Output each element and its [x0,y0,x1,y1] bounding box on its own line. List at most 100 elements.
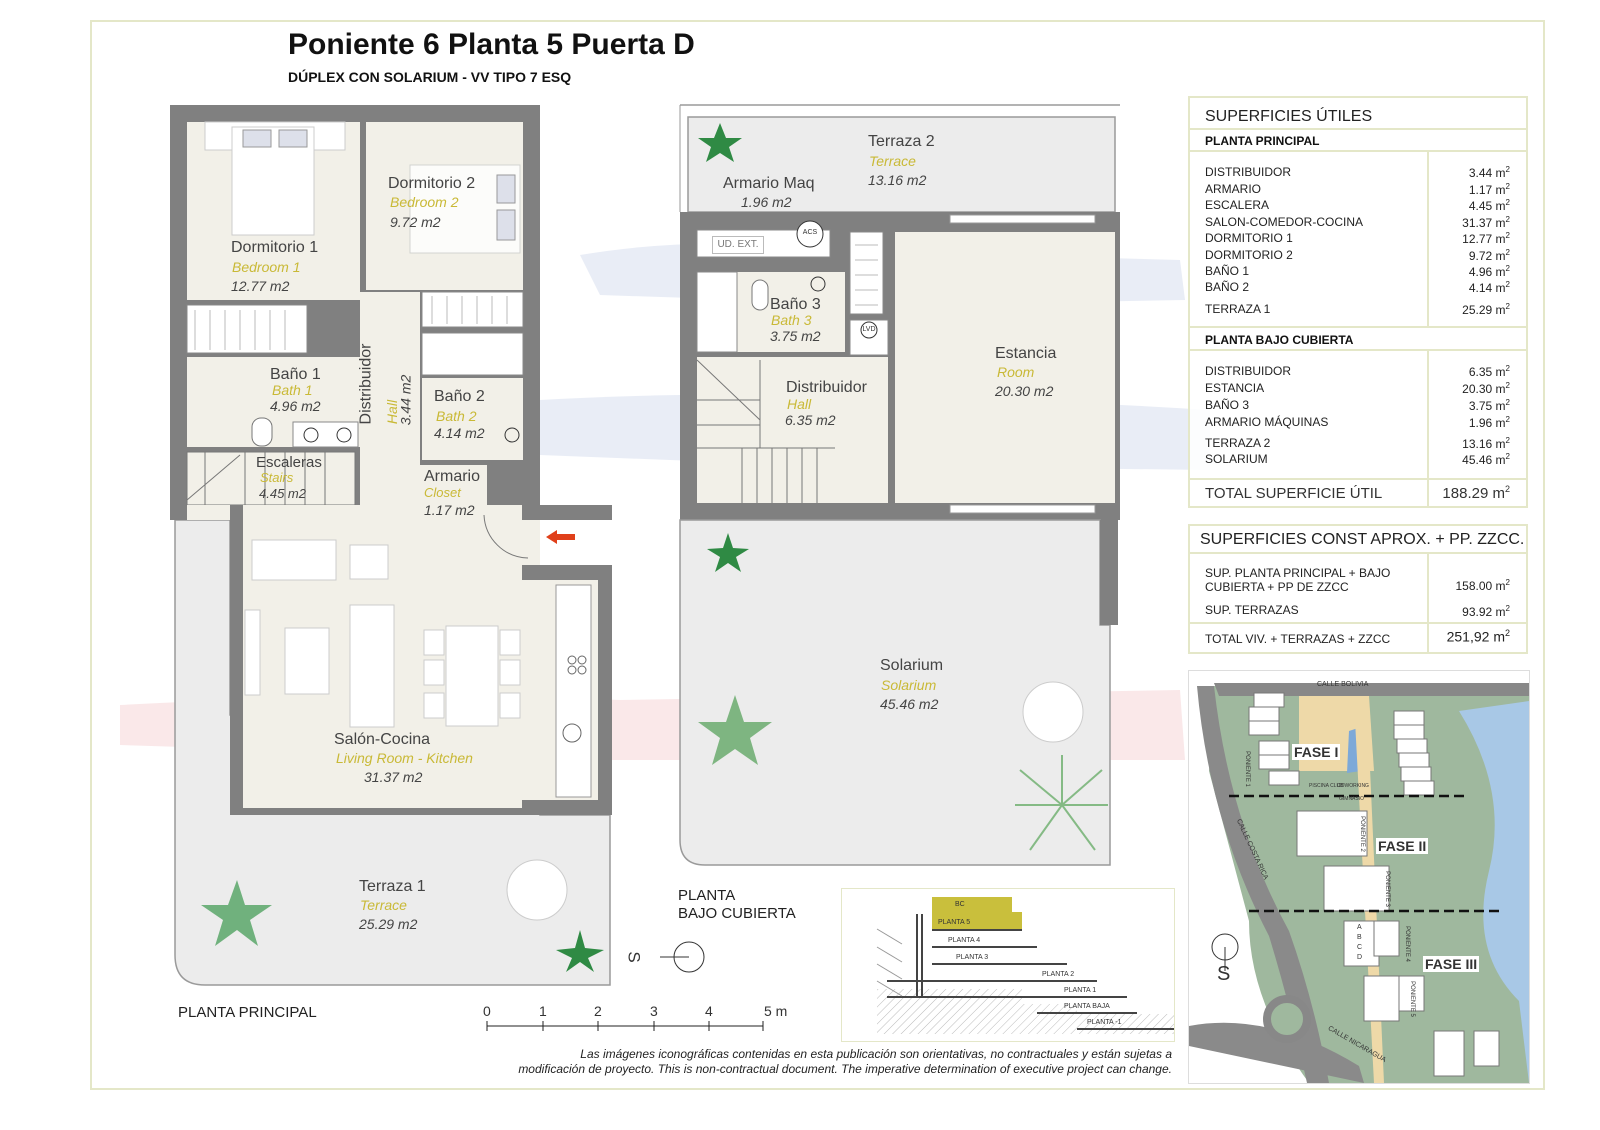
door: A [1357,924,1362,931]
unit: m [1495,579,1506,593]
scale-bar [486,1021,764,1031]
value: 4.14 [1468,281,1493,295]
unit-sup: 2 [1505,381,1510,390]
value: 20.30 [1462,382,1493,396]
unit: m [1495,365,1506,379]
area-row-value: 3.44 m2 [1469,165,1510,180]
const-total-label: TOTAL VIV. + TERRAZAS + ZZCC [1205,632,1391,646]
block-label: PONIENTE 3 [1383,871,1390,907]
room-area-salon-cocina: 31.37 m2 [364,769,423,785]
room-area-terraza-2: 13.16 m2 [868,172,927,188]
room-en-bedroom-2: Bedroom 2 [390,194,459,210]
section-title-principal: PLANTA PRINCIPAL [1205,134,1320,148]
room-name-terraza-1: Terraza 1 [359,878,426,895]
acs-heater-icon: ACS [802,229,818,236]
room-area-dormitorio-2: 9.72 m2 [390,214,441,230]
terrace-2-area [680,104,1120,213]
value: 251,92 [1446,628,1490,645]
area-row-label: SALON-COMEDOR-COCINA [1205,215,1364,229]
room-name-solarium: Solarium [880,657,944,674]
value: 45.46 [1462,453,1493,467]
door: D [1357,954,1363,961]
unit-sup: 2 [1505,248,1510,257]
plan-label-bajo-1: PLANTA [678,887,736,904]
scale-tick: 2 [594,1003,602,1019]
const-row2-label: SUP. TERRAZAS [1205,603,1299,617]
value: 31.37 [1462,216,1493,230]
area-row-value: 12.77 m2 [1462,231,1510,246]
page-subtitle: DÚPLEX CON SOLARIUM - VV TIPO 7 ESQ [288,69,572,85]
section-level: PLANTA 3 [956,954,989,961]
unit: m [1495,199,1506,213]
room-area-bano-1: 4.96 m2 [270,398,321,414]
room-en-stairs: Stairs [260,470,294,485]
plant-icon [707,533,749,572]
block-label: PONIENTE 1 [1243,751,1250,787]
unit: m [1495,249,1506,263]
ud-ext-unit: UD. EXT. [712,236,764,254]
area-row-label: TERRAZA 2 [1205,436,1271,450]
unit-sup: 2 [1505,604,1510,613]
amenity-label: PISCINA CLUB [1309,783,1344,789]
room-en-hall-2: Hall [787,396,812,412]
area-row-value: 31.37 m2 [1462,215,1510,230]
room-en-closet: Closet [424,485,461,500]
section-level: BC [955,901,965,908]
amenity-label: GIMNASIO [1339,796,1365,802]
room-name-bano-3: Baño 3 [770,296,821,313]
room-en-solarium: Solarium [881,677,937,693]
building-section: BC PLANTA 5 PLANTA 4 PLANTA 3 PLANTA 2 P… [841,888,1175,1042]
room-name-dormitorio-2: Dormitorio 2 [388,175,476,192]
unit-sup: 2 [1505,165,1510,174]
plant-icon [201,880,272,946]
area-row-label: DORMITORIO 1 [1205,231,1293,245]
section-level: PLANTA -1 [1087,1019,1122,1026]
value: 93.92 [1462,605,1493,619]
superficies-const-table: SUPERFICIES CONST APROX. + PP. ZZCC. SUP… [1188,524,1528,654]
area-row-value: 4.45 m2 [1469,198,1510,213]
value: 1.96 [1468,416,1493,430]
room-name-distribuidor-2: Distribuidor [786,379,867,396]
site-compass-label: S [1217,963,1231,985]
room-area-distribuidor: 3.44 m2 [397,374,414,426]
total-util-value: 188.29 m2 [1442,484,1510,502]
page-title: Poniente 6 Planta 5 Puerta D [288,28,695,61]
value: 6.35 [1468,365,1493,379]
unit: m [1492,485,1505,502]
value: 12.77 [1462,232,1493,246]
room-name-bano-1: Baño 1 [270,366,321,383]
value: 4.45 [1468,199,1493,213]
room-name-escaleras: Escaleras [256,454,322,471]
room-area-bano-3: 3.75 m2 [770,328,821,344]
block-label: PONIENTE 2 [1358,816,1365,852]
room-en-terrace-2: Terrace [869,153,916,169]
room-name-distribuidor: Distribuidor [357,343,375,425]
unit: m [1495,453,1506,467]
table-title: SUPERFICIES ÚTILES [1205,108,1373,125]
room-name-estancia: Estancia [995,345,1057,362]
area-row-value: 45.46 m2 [1462,452,1510,467]
entrance-arrow-icon [546,530,575,544]
plant-icon [556,930,604,972]
room-name-terraza-2: Terraza 2 [868,133,935,150]
scale-tick: 1 [539,1003,547,1019]
section-level: PLANTA 5 [938,919,971,926]
unit: m [1493,628,1505,645]
compass-label: S [624,951,644,963]
room-en-terrace-1: Terrace [360,897,407,913]
block-label: PONIENTE 4 [1403,926,1410,962]
const-row1-value: 158.00 m2 [1456,578,1511,593]
room-area-distribuidor-2: 6.35 m2 [785,412,836,428]
unit-sup: 2 [1505,198,1510,207]
door: C [1357,944,1363,951]
room-name-bano-2: Baño 2 [434,388,485,405]
door: B [1357,934,1362,941]
area-row-value: 4.14 m2 [1469,280,1510,295]
phase-label: FASE II [1376,838,1429,854]
unit-sup: 2 [1505,415,1510,424]
unit-sup: 2 [1505,302,1510,311]
unit: m [1495,183,1506,197]
room-area-dormitorio-1: 12.77 m2 [231,278,290,294]
unit-sup: 2 [1504,484,1510,494]
phase-label: FASE III [1423,956,1480,972]
